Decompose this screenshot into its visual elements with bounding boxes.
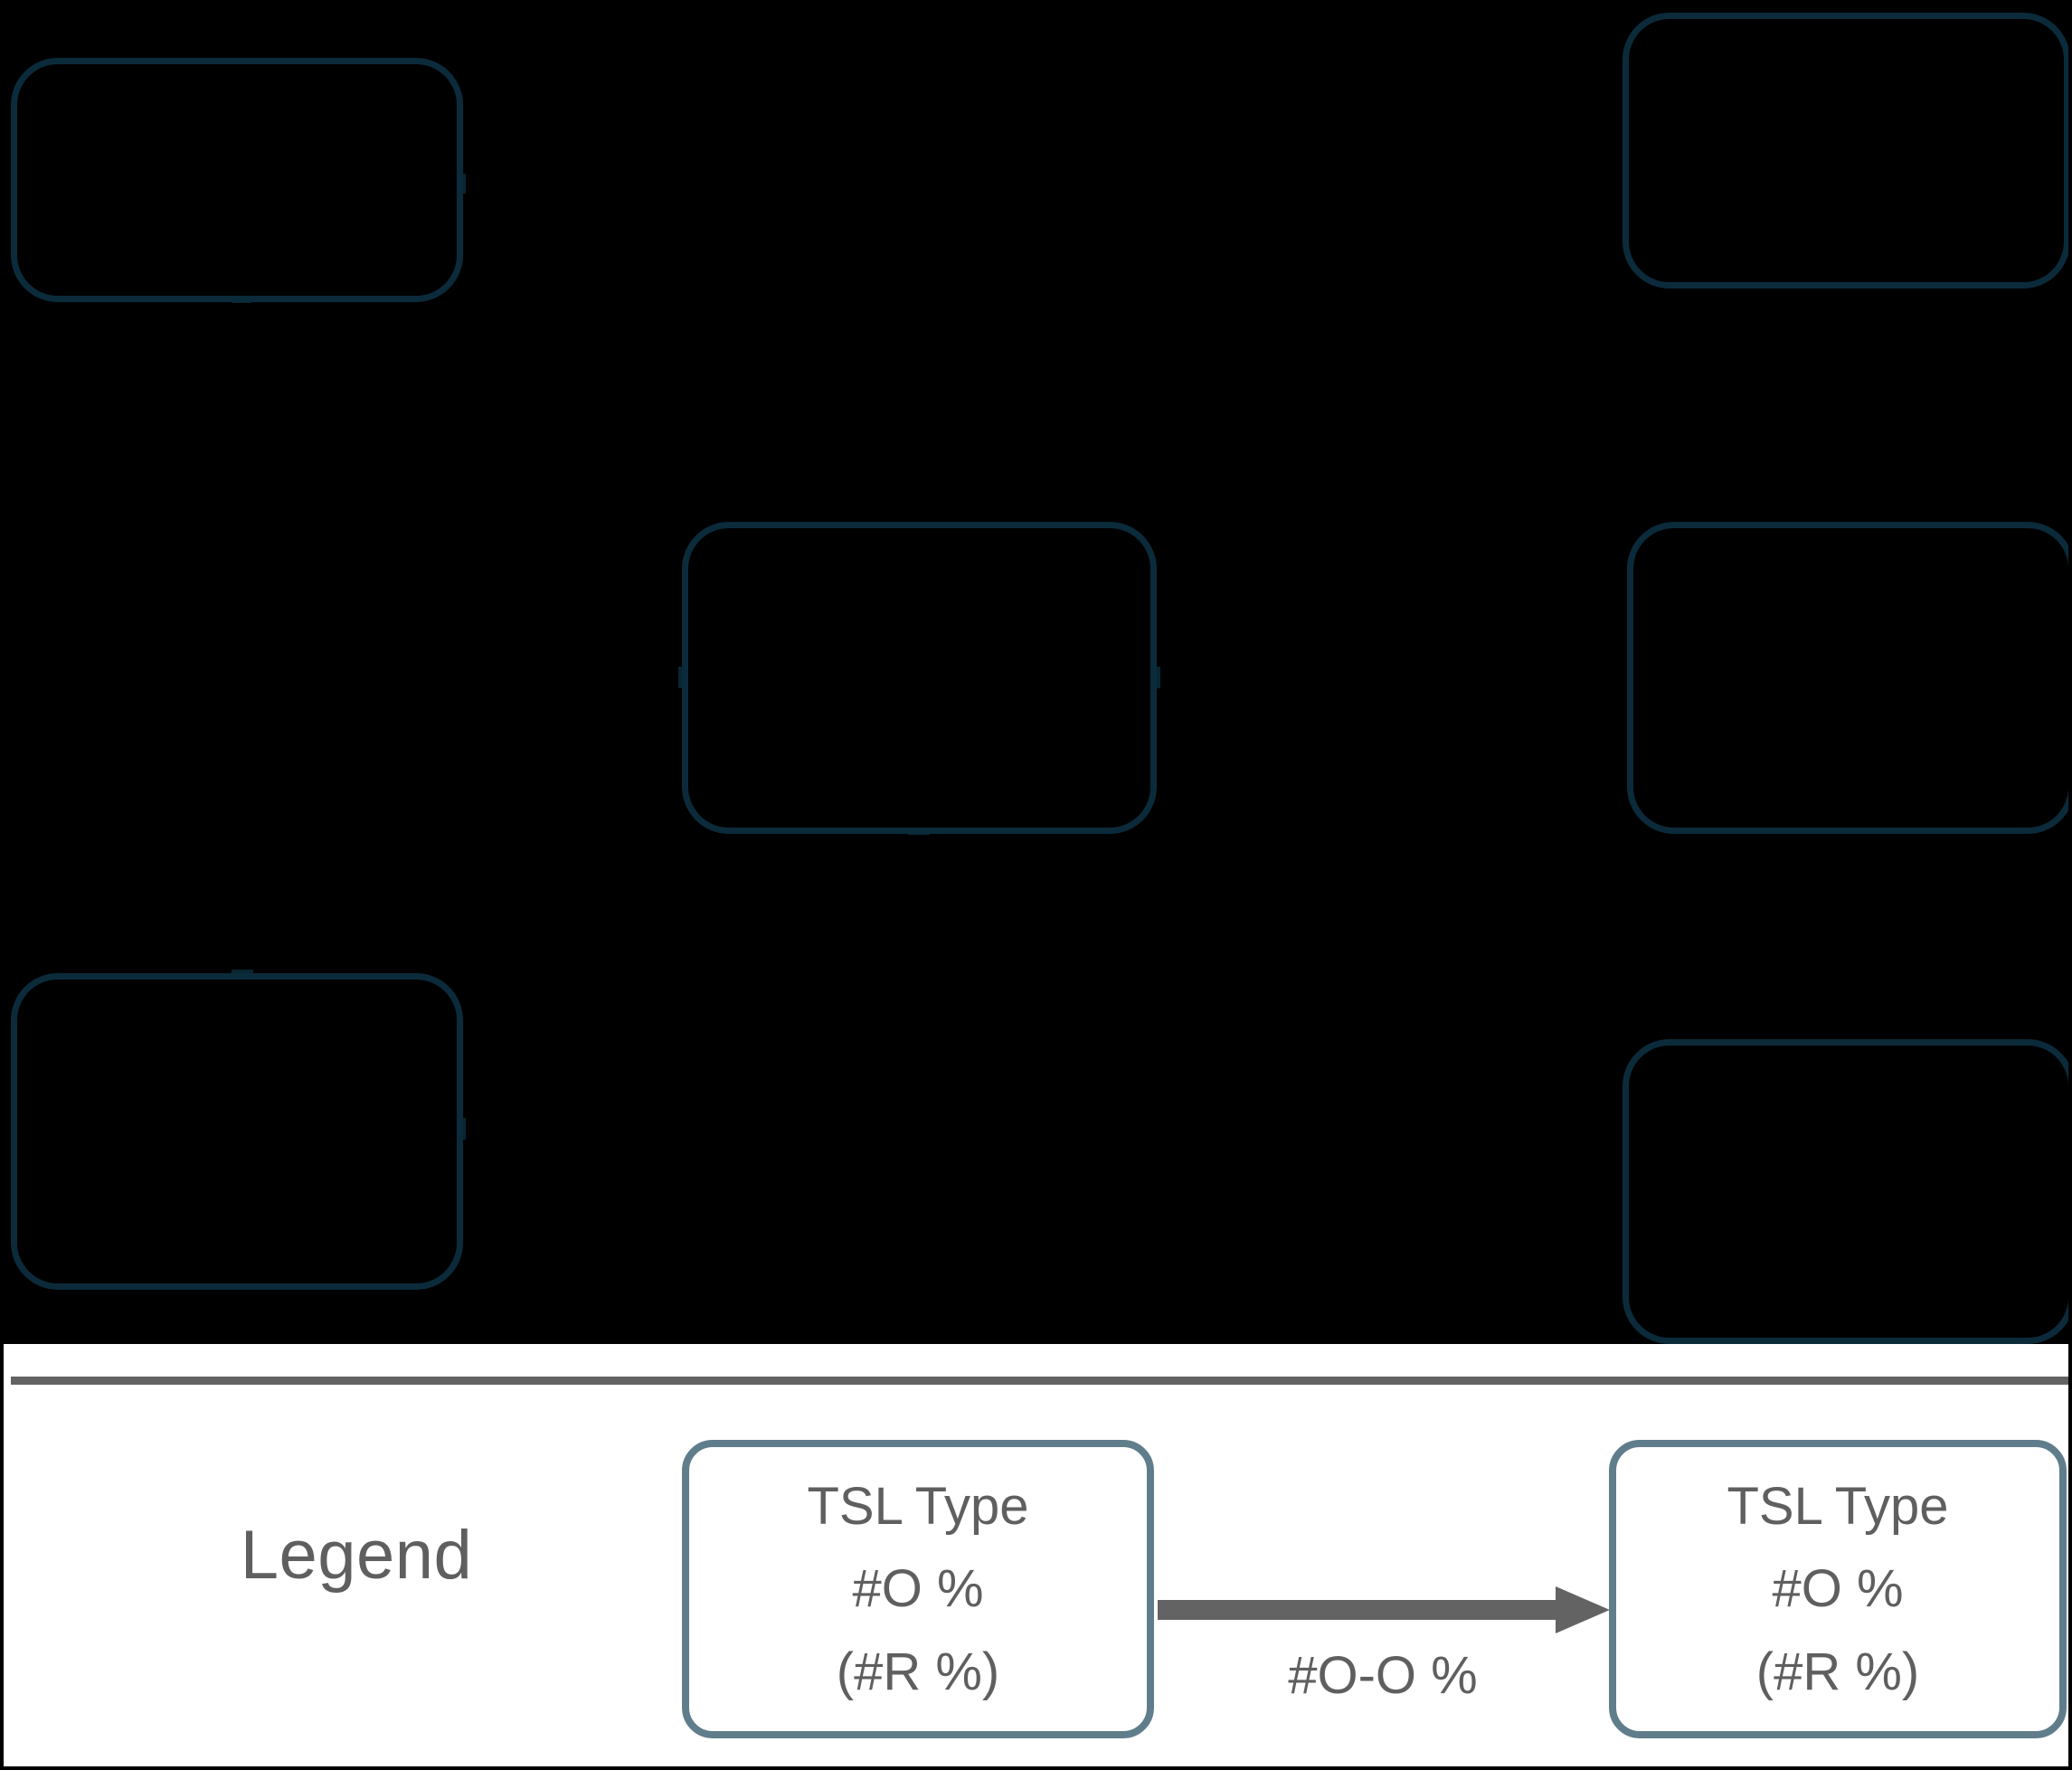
legend-source-line-type: TSL Type bbox=[807, 1476, 1029, 1536]
diagram-area bbox=[4, 4, 2068, 1344]
node-middle-edge-stub-bottom bbox=[908, 828, 930, 835]
node-middle[interactable] bbox=[682, 522, 1157, 834]
node-top-left-edge-stub-bottom bbox=[232, 297, 251, 303]
legend-target-line-occurrence: #O % bbox=[1772, 1559, 1904, 1619]
node-middle-right[interactable] bbox=[1627, 522, 2068, 834]
node-top-right[interactable] bbox=[1623, 13, 2068, 289]
node-bottom-left-edge-stub-top bbox=[232, 970, 253, 976]
legend-target-line-relative: (#R %) bbox=[1755, 1642, 1920, 1701]
legend-transition-arrow bbox=[1158, 1586, 1610, 1633]
legend-arrow-label: #O-O % bbox=[1288, 1646, 1478, 1705]
legend-box-target[interactable]: TSL Type #O % (#R %) bbox=[1609, 1440, 2067, 1738]
node-bottom-left-edge-stub-right bbox=[459, 1118, 466, 1140]
node-middle-edge-stub-right bbox=[1154, 667, 1160, 688]
node-top-left-edge-stub-right bbox=[459, 174, 466, 194]
legend-source-line-relative: (#R %) bbox=[836, 1642, 1000, 1701]
legend-source-line-occurrence: #O % bbox=[852, 1559, 984, 1619]
legend-panel: Legend TSL Type #O % (#R %) TSL Type #O … bbox=[4, 1344, 2068, 1766]
node-top-left[interactable] bbox=[11, 58, 463, 302]
legend-divider bbox=[11, 1377, 2068, 1385]
node-bottom-right[interactable] bbox=[1623, 1039, 2068, 1344]
node-bottom-left[interactable] bbox=[11, 973, 463, 1290]
legend-box-source[interactable]: TSL Type #O % (#R %) bbox=[682, 1440, 1154, 1738]
legend-target-line-type: TSL Type bbox=[1727, 1476, 1949, 1536]
node-middle-edge-stub-left bbox=[678, 667, 685, 688]
legend-title: Legend bbox=[240, 1517, 473, 1594]
